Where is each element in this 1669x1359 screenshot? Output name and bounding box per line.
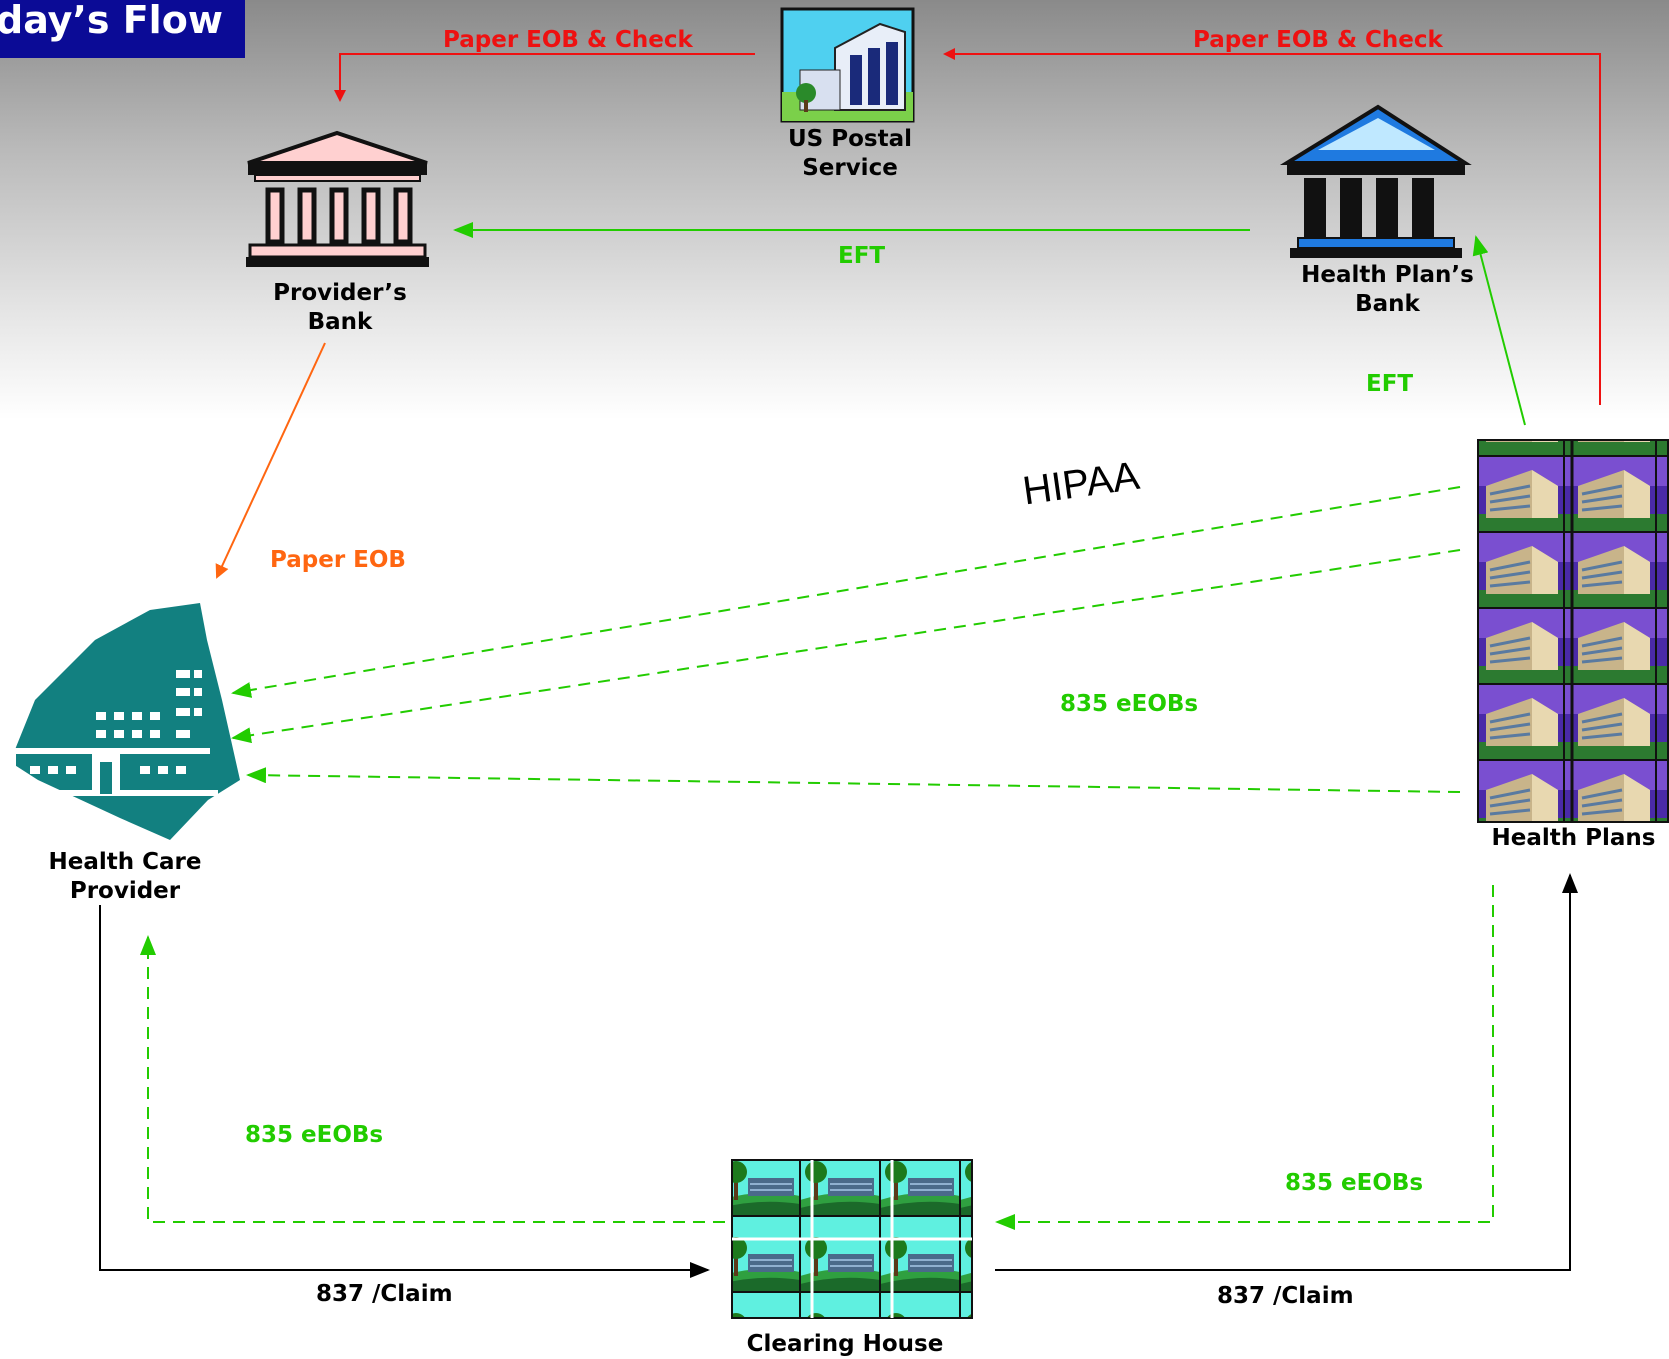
eeob-arrow-right: [995, 885, 1494, 1230]
title-text: day’s Flow: [0, 0, 223, 42]
provider-label: Health Care Provider: [48, 849, 202, 904]
plans-bank-icon: [1279, 104, 1472, 258]
eft-horizontal-label: EFT: [838, 243, 886, 269]
providers-bank-icon: [246, 130, 429, 267]
paper-eob-arrow: [215, 342, 326, 579]
eeob-arrow-left: [140, 935, 725, 1223]
title-banner: day’s Flow: [0, 0, 245, 58]
providers-bank-label: Provider’s Bank: [273, 280, 407, 335]
claim-left-label: 837 /Claim: [316, 1281, 453, 1307]
claim-right-label: 837 /Claim: [1217, 1283, 1354, 1309]
eeob-arrow-3: [246, 767, 1461, 793]
eeob-arrow-2: [231, 549, 1461, 744]
paper-eob-check-right-label: Paper EOB & Check: [1193, 27, 1443, 53]
plans-bank-label: Health Plan’s Bank: [1301, 262, 1474, 317]
eeob-arrow-1: [231, 486, 1461, 698]
postal-building-icon: [780, 7, 915, 123]
paper-eob-label: Paper EOB: [270, 547, 406, 573]
paper-flow-left: [334, 53, 755, 102]
paper-flow-right: [943, 48, 1601, 405]
plans-label: Health Plans: [1491, 825, 1656, 851]
eeob-mid-label: 835 eEOBs: [1060, 691, 1199, 717]
claim-arrow-left: [99, 905, 710, 1278]
health-plans-grid-icon: [1477, 439, 1669, 823]
clearing-house-label: Clearing House: [746, 1331, 944, 1357]
eeob-right-label: 835 eEOBs: [1285, 1170, 1424, 1196]
eft-vertical-label: EFT: [1366, 371, 1414, 397]
clearing-house-grid-icon: [731, 1159, 973, 1319]
paper-eob-check-left-label: Paper EOB & Check: [443, 27, 693, 53]
provider-building-icon: [8, 603, 240, 840]
claim-arrow-right: [995, 873, 1578, 1271]
eft-arrow-vertical: [1472, 235, 1526, 426]
eeob-left-label: 835 eEOBs: [245, 1122, 384, 1148]
postal-label: US Postal Service: [788, 126, 912, 181]
